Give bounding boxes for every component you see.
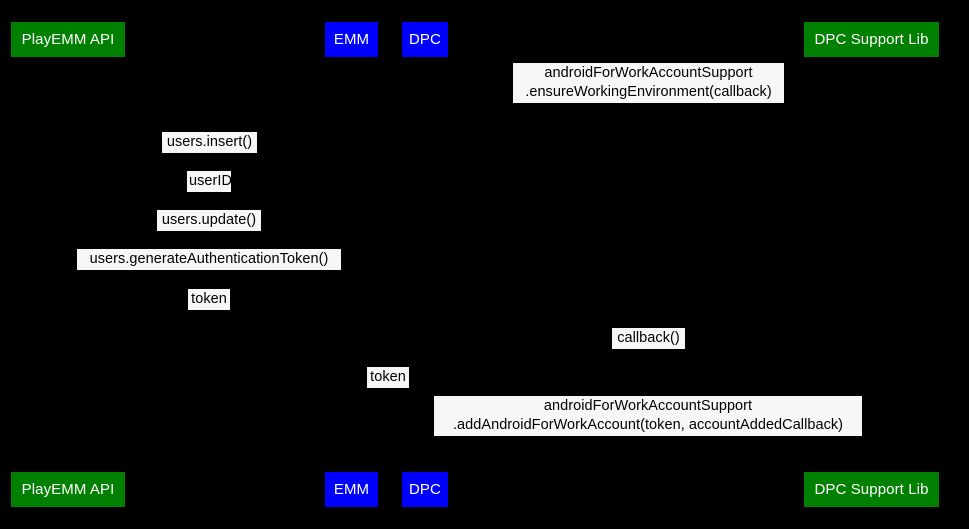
message-text-line: users.update(): [161, 212, 257, 228]
message-text-line: token: [191, 291, 227, 307]
participant-playemm-api-bottom[interactable]: PlayEMM API: [11, 472, 125, 507]
participant-dpc-top[interactable]: DPC: [402, 22, 448, 57]
message-label-msg-add-android-for-work-account: androidForWorkAccountSupport .addAndroidF…: [434, 396, 862, 436]
participant-emm-bottom[interactable]: EMM: [325, 472, 378, 507]
participant-dpc-support-lib-bottom[interactable]: DPC Support Lib: [804, 472, 939, 507]
message-label-msg-users-update: users.update(): [157, 210, 261, 231]
message-text-line: users.generateAuthenticationToken(): [89, 251, 329, 267]
message-label-msg-token-to-dpc: token: [367, 367, 409, 388]
message-label-msg-users-insert: users.insert(): [162, 132, 257, 153]
message-label-msg-callback: callback(): [612, 328, 685, 349]
message-label-msg-userid: userID: [187, 171, 233, 192]
message-text-line: users.insert(): [166, 134, 253, 150]
message-text-line: androidForWorkAccountSupport: [544, 65, 753, 81]
participant-dpc-bottom[interactable]: DPC: [402, 472, 448, 507]
message-text-line: callback(): [617, 330, 680, 346]
participant-emm-top[interactable]: EMM: [325, 22, 378, 57]
message-label-msg-ensure-working-environment: androidForWorkAccountSupport .ensureWorki…: [513, 63, 784, 103]
message-label-msg-token-to-emm: token: [188, 289, 230, 310]
message-label-msg-generate-authentication-token: users.generateAuthenticationToken(): [77, 249, 341, 270]
participant-playemm-api-top[interactable]: PlayEMM API: [11, 22, 125, 57]
message-text-line: .ensureWorkingEnvironment(callback): [525, 84, 772, 100]
message-text-line: .addAndroidForWorkAccount(token, account…: [452, 417, 844, 433]
message-text-line: userID: [189, 173, 233, 189]
participant-dpc-support-lib-top[interactable]: DPC Support Lib: [804, 22, 939, 57]
message-text-line: androidForWorkAccountSupport: [543, 398, 753, 414]
message-text-line: token: [370, 369, 406, 385]
